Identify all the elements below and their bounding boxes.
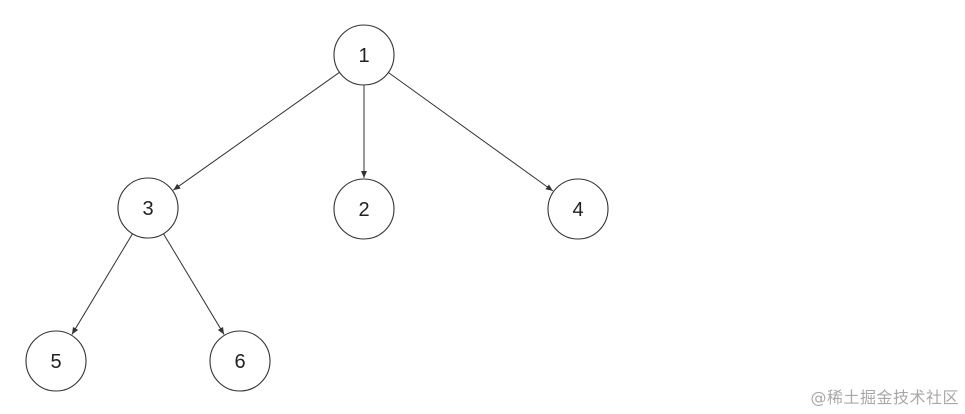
nodes: 1 3 2 4 5 6: [25, 24, 609, 392]
watermark: @稀土掘金技术社区: [810, 388, 959, 407]
node-label: 5: [50, 351, 61, 373]
node-circle: [209, 330, 271, 392]
node-label: 2: [358, 199, 369, 221]
edge-3-to-6: [163, 233, 225, 335]
tree-node-4: 4: [547, 178, 609, 240]
node-circle: [333, 24, 395, 86]
node-circle: [547, 178, 609, 240]
tree-node-2: 2: [333, 178, 395, 240]
edge-1-to-4: [388, 72, 554, 192]
tree-node-1: 1: [333, 24, 395, 86]
node-circle: [25, 330, 87, 392]
tree-node-6: 6: [209, 330, 271, 392]
edge-3-to-5: [71, 233, 133, 335]
tree-node-3: 3: [117, 177, 179, 239]
node-label: 1: [358, 45, 369, 67]
edges: [71, 71, 554, 335]
edge-1-to-3: [173, 71, 340, 191]
node-label: 4: [572, 199, 583, 221]
node-label: 6: [234, 351, 245, 373]
node-label: 3: [142, 198, 153, 220]
node-circle: [117, 177, 179, 239]
tree-node-5: 5: [25, 330, 87, 392]
node-circle: [333, 178, 395, 240]
